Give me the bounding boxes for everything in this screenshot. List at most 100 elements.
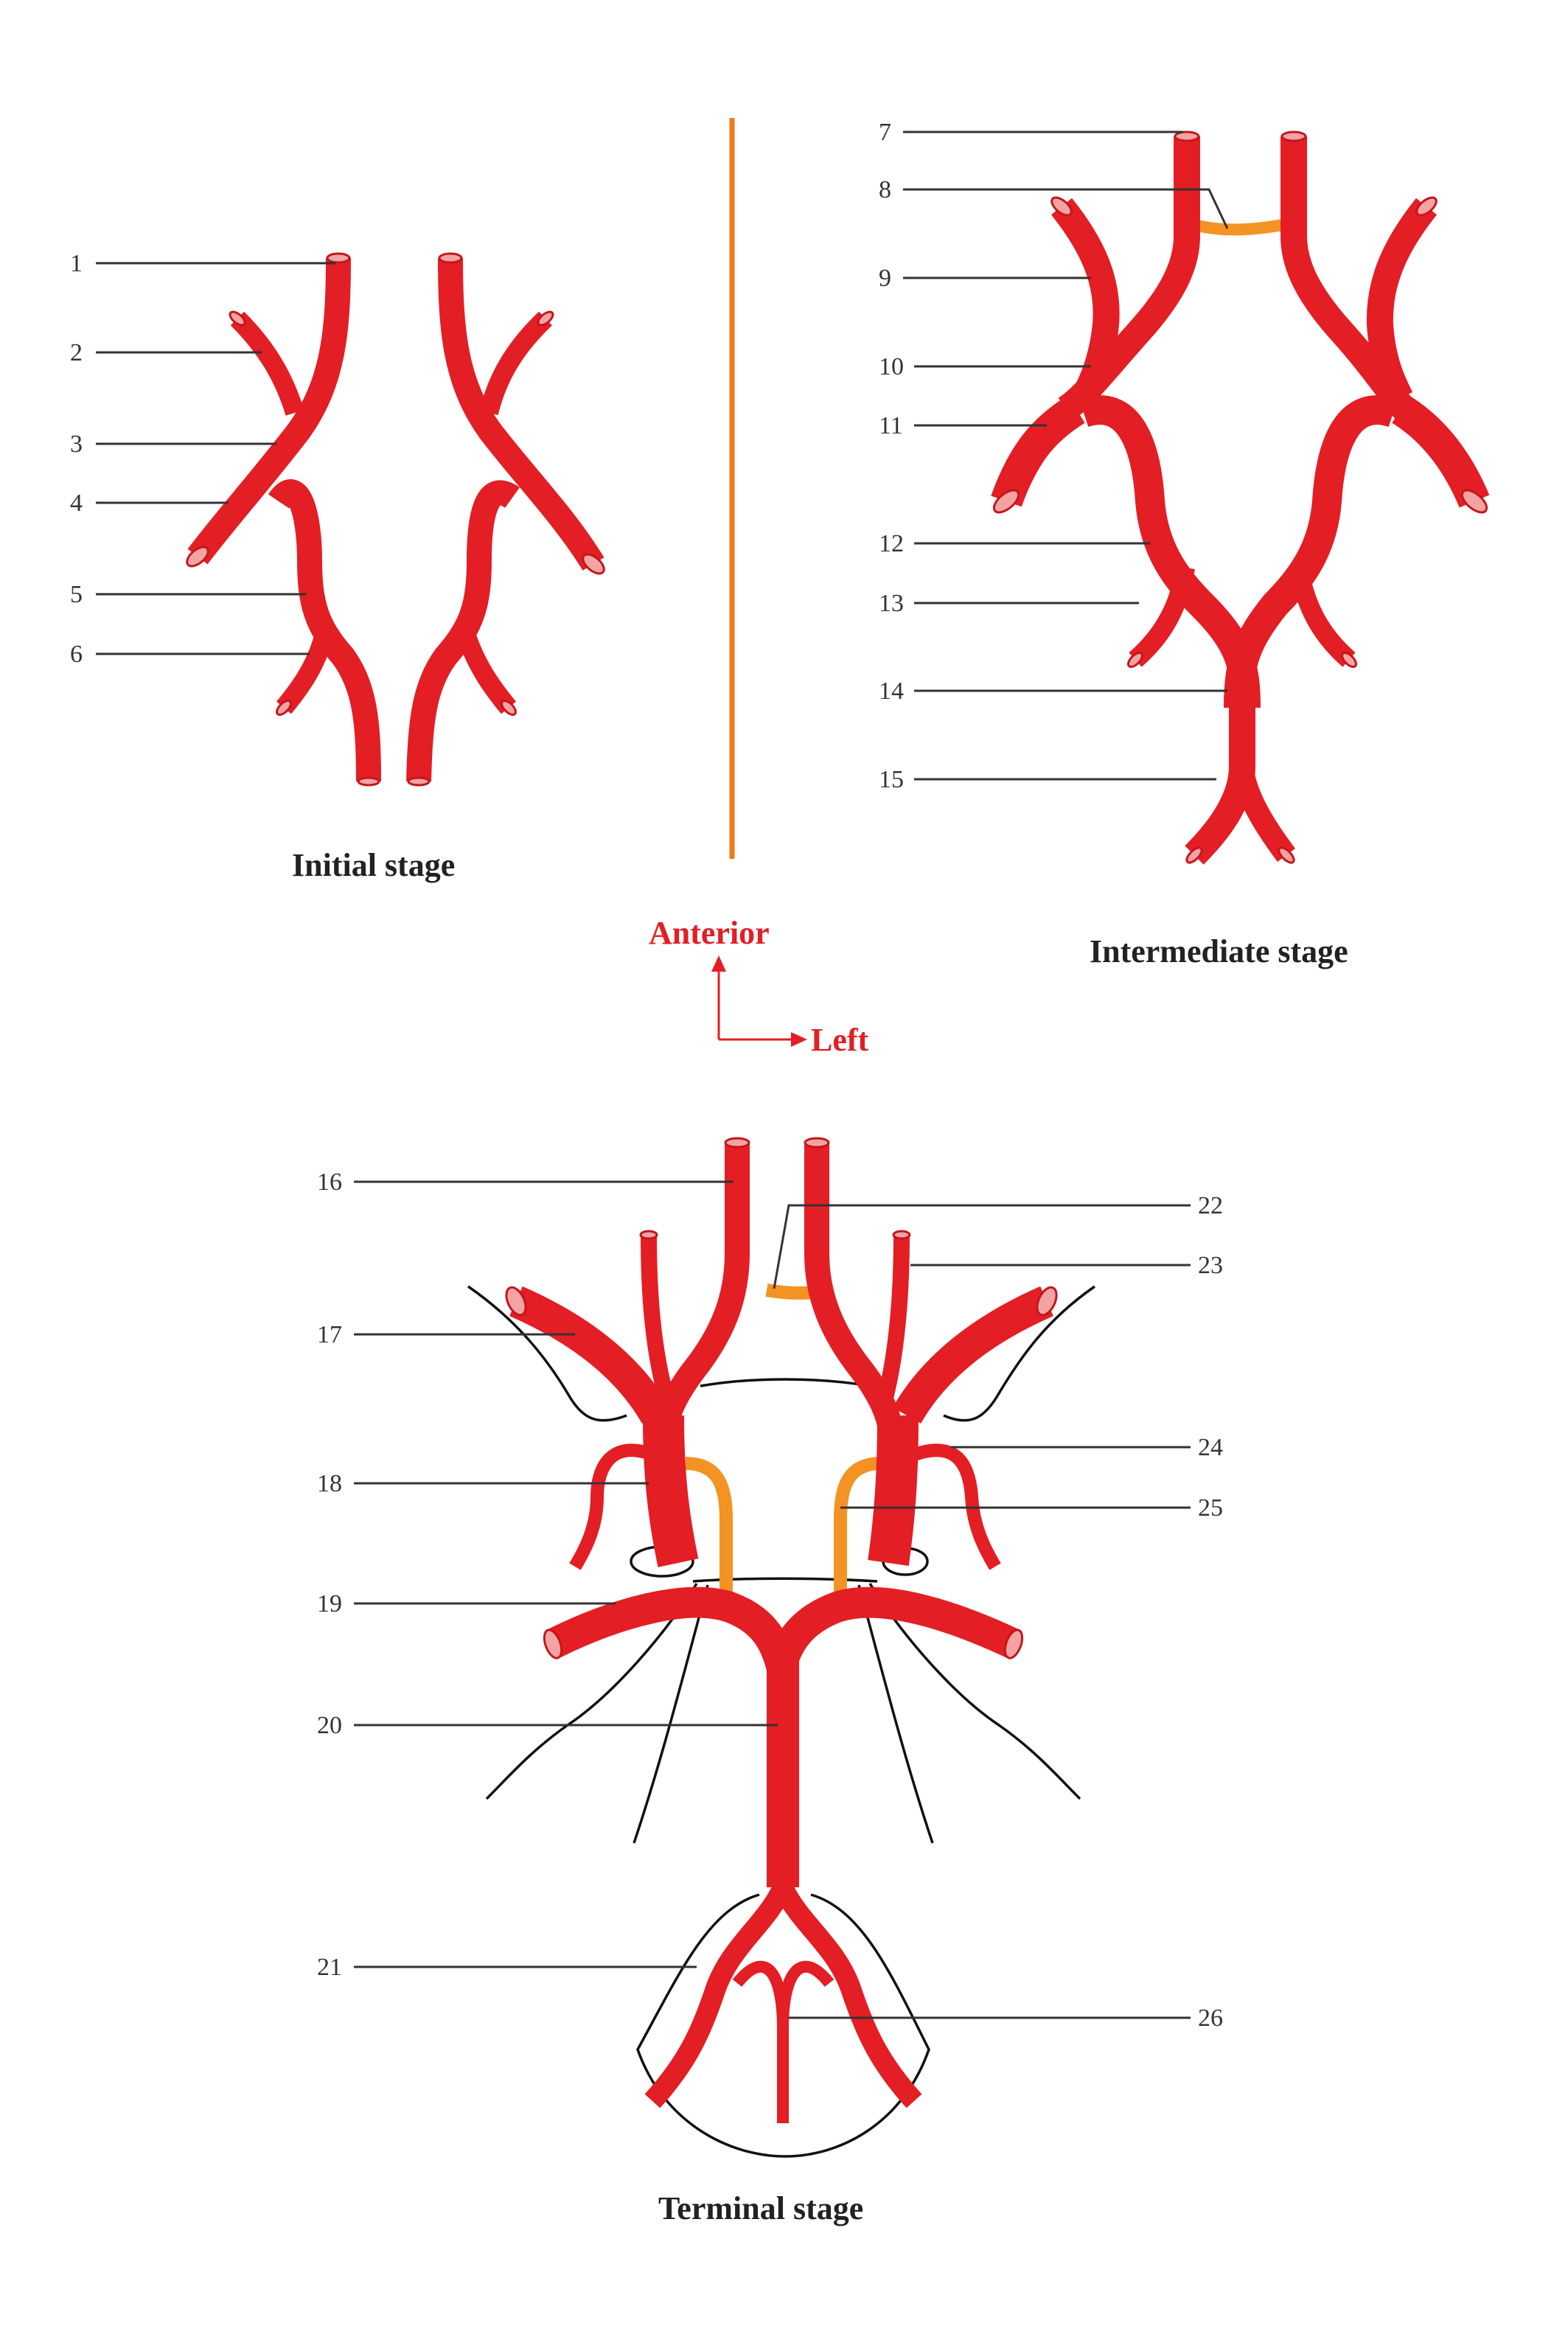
label-22: 22: [1198, 1192, 1223, 1219]
terminal-right-posterior-communicating: [834, 1457, 882, 1607]
intermediate-right-branch-lower: [1289, 565, 1356, 667]
intermediate-anterior-communicating: [1193, 219, 1284, 236]
terminal-cap-3: [639, 1230, 658, 1240]
label-21: 21: [317, 1954, 342, 1981]
terminal-right-vertebral: [773, 1882, 922, 2108]
intermediate-cap-9: [1185, 846, 1203, 864]
intermediate-cap-2: [1280, 130, 1307, 142]
label-18: 18: [317, 1470, 342, 1497]
terminal-outline-pons-top: [692, 1577, 878, 1583]
intermediate-left-branch-9: [1050, 198, 1120, 405]
terminal-left-vertebral: [644, 1882, 792, 2108]
intermediate-vertebral-right: [1231, 764, 1296, 862]
intermediate-cap-6: [1460, 489, 1488, 514]
orientation-left-label: Left: [811, 1022, 869, 1058]
intermediate-cap-1: [1174, 130, 1200, 142]
terminal-cap-4: [892, 1230, 911, 1240]
label-19: 19: [317, 1590, 342, 1617]
terminal-outline-left-nerve-a: [485, 1583, 698, 1800]
terminal-outline-chiasm: [700, 1378, 871, 1387]
terminal-left-anterior-cerebral: [651, 1143, 750, 1446]
terminal-anterior-spinal: [732, 1960, 834, 2123]
label-15: 15: [879, 766, 904, 793]
terminal-outline-right-nerve-a: [868, 1583, 1081, 1800]
orientation-indicator: Anterior Left: [649, 915, 869, 1058]
intermediate-right-branch: [1366, 198, 1438, 405]
initial-stage-diagram: [186, 252, 605, 787]
intermediate-cap-7: [1127, 652, 1143, 668]
label-8: 8: [879, 176, 891, 203]
intermediate-right-middle-cerebral: [1391, 395, 1490, 508]
leader-lines: [96, 130, 1229, 2019]
intermediate-cap-8: [1341, 652, 1357, 668]
terminal-left-anterior-choroidal: [641, 1234, 675, 1404]
intermediate-cap-10: [1278, 846, 1295, 864]
terminal-outline-right-upper: [943, 1285, 1095, 1422]
intermediate-stage-diagram: [991, 130, 1490, 865]
initial-left-branch-6: [276, 631, 334, 714]
left-arrowhead: [791, 1032, 807, 1047]
intermediate-right-posterior-communicating: [1224, 395, 1398, 708]
initial-right-anterior-trunk: [438, 257, 604, 571]
anterior-arrowhead: [711, 955, 726, 972]
terminal-left-branch-loop: [569, 1443, 659, 1570]
terminal-cap-7: [543, 1629, 563, 1659]
terminal-outline-medulla: [636, 1893, 930, 2158]
intermediate-cap-5: [992, 489, 1020, 514]
initial-cap-3: [229, 310, 246, 327]
terminal-cap-5: [505, 1286, 527, 1317]
number-labels: 1 2 3 4 5 6 7 8 9 10 11 12 13 14 15 16 1…: [70, 119, 1223, 2032]
initial-stage-title: Initial stage: [292, 847, 455, 883]
initial-cap-5: [186, 546, 209, 568]
initial-cap-10: [407, 776, 431, 787]
leader-22: [773, 1204, 1191, 1289]
label-5: 5: [70, 581, 83, 608]
label-3: 3: [70, 431, 83, 458]
label-6: 6: [70, 641, 83, 668]
label-11: 11: [879, 412, 903, 439]
terminal-cap-1: [724, 1137, 750, 1149]
label-12: 12: [879, 530, 904, 557]
intermediate-cap-4: [1415, 196, 1438, 217]
terminal-left-middle-cerebral: [509, 1286, 671, 1424]
terminal-left-internal-carotid: [643, 1415, 699, 1567]
intermediate-left-posterior-communicating: [1079, 395, 1261, 708]
label-14: 14: [879, 678, 904, 705]
initial-left-anterior-trunk: [187, 257, 351, 565]
label-7: 7: [879, 119, 891, 146]
initial-cap-6: [582, 553, 605, 575]
label-10: 10: [879, 353, 904, 380]
initial-left-branch-2: [230, 311, 304, 416]
terminal-right-middle-cerebral: [892, 1286, 1053, 1424]
terminal-outline-left-upper: [467, 1285, 627, 1422]
intermediate-left-middle-cerebral: [991, 395, 1085, 507]
label-17: 17: [317, 1321, 342, 1348]
label-1: 1: [70, 250, 83, 277]
label-2: 2: [70, 339, 83, 366]
initial-cap-2: [438, 252, 463, 264]
intermediate-left-branch-13: [1129, 565, 1195, 667]
label-23: 23: [1198, 1252, 1223, 1279]
terminal-cap-6: [1036, 1286, 1058, 1317]
terminal-cap-2: [804, 1137, 830, 1149]
initial-cap-4: [537, 310, 554, 327]
initial-right-branch-lower: [456, 630, 516, 714]
label-13: 13: [879, 590, 904, 617]
intermediate-cap-3: [1050, 196, 1073, 217]
label-25: 25: [1198, 1494, 1223, 1522]
terminal-right-branch-loop: [907, 1443, 1001, 1570]
terminal-stage-title: Terminal stage: [658, 2190, 863, 2226]
initial-left-posterior-trunk: [268, 479, 381, 782]
initial-cap-1: [326, 252, 351, 264]
terminal-stage-diagram: [467, 1137, 1095, 2158]
label-24: 24: [1198, 1434, 1223, 1461]
initial-cap-9: [357, 776, 380, 787]
terminal-left-posterior-communicating: [685, 1457, 733, 1607]
leader-8: [903, 188, 1229, 229]
label-20: 20: [317, 1712, 342, 1739]
terminal-right-anterior-choroidal: [877, 1234, 910, 1403]
orientation-anterior-label: Anterior: [649, 915, 770, 951]
label-16: 16: [317, 1168, 342, 1196]
initial-cap-7: [276, 700, 292, 716]
